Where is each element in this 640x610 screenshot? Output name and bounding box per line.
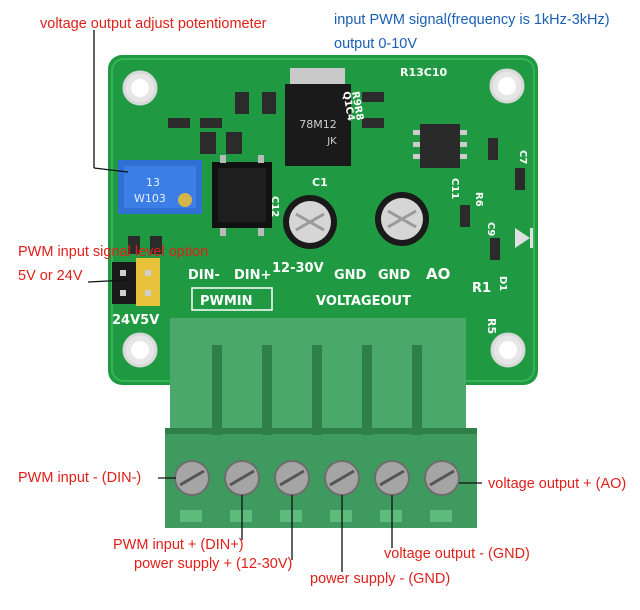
screw-icon — [424, 460, 460, 496]
mounting-holes — [122, 68, 526, 368]
silk-c11: C11 — [449, 178, 460, 199]
level-option-annotation: PWM input signal level option — [18, 244, 209, 260]
pin-labels: DIN- DIN+ 12-30V GND GND AO — [188, 261, 450, 283]
pin-label-ao: AO — [426, 265, 450, 283]
silk-r5: R5 — [485, 318, 498, 334]
pot-code: W103 — [134, 192, 166, 205]
capacitors — [283, 192, 429, 249]
pin-label-supply: 12-30V — [272, 261, 324, 276]
ic-chip — [413, 124, 467, 168]
din-minus-annotation: PWM input - (DIN-) — [18, 470, 142, 486]
din-plus-annotation: PWM input + (DIN+) — [113, 537, 244, 553]
optocoupler — [212, 155, 272, 236]
jumper-label: 24V5V — [112, 313, 159, 328]
callout-lines — [87, 30, 482, 572]
voltageout-header-label: VOLTAGEOUT — [316, 294, 411, 309]
terminal-block — [165, 318, 477, 528]
pot-annotation: voltage output adjust potentiometer — [40, 16, 267, 32]
supply-plus-annotation: power supply + (12-30V) — [134, 556, 293, 572]
regulator-sublabel: JK — [326, 136, 337, 147]
level-values-annotation: 5V or 24V — [18, 268, 83, 284]
pin-label-gnd-2: GND — [378, 268, 411, 283]
jumper: 24V5V — [112, 258, 160, 328]
silk-r9r8: R9R8 — [349, 91, 365, 122]
pin-label-din-minus: DIN- — [188, 268, 220, 283]
vout-minus-annotation: voltage output - (GND) — [384, 546, 530, 562]
silk-q1c4: Q1C4 — [340, 91, 356, 122]
screw-icon — [174, 460, 210, 496]
pwm-signal-annotation: input PWM signal(frequency is 1kHz-3kHz) — [334, 12, 610, 28]
regulator-78m12: 78M12 JK — [285, 68, 351, 166]
silk-c1: C1 — [312, 176, 328, 189]
pot-number: 13 — [146, 176, 160, 189]
diode — [515, 228, 533, 248]
silk-r6: R6 — [473, 192, 484, 207]
pin-label-gnd-1: GND — [334, 268, 367, 283]
silk-r13c10: R13C10 — [400, 66, 448, 79]
silk-d1: D1 — [497, 276, 508, 291]
pwmin-header-label: PWMIN — [200, 294, 253, 309]
potentiometer: 13 W103 — [118, 160, 202, 214]
screw-icon — [374, 460, 410, 496]
supply-minus-annotation: power supply - (GND) — [310, 571, 451, 587]
vout-plus-annotation: voltage output + (AO) — [488, 476, 627, 492]
screw-icon — [224, 460, 260, 496]
silk-c7: C7 — [517, 150, 528, 164]
silk-r1: R1 — [472, 281, 491, 296]
screw-icon — [274, 460, 310, 496]
screw-icon — [324, 460, 360, 496]
smd-parts — [128, 92, 525, 260]
output-range-annotation: output 0-10V — [334, 36, 418, 52]
silkscreen: R13C10 R9R8 Q1C4 R6 R1 R5 C11 C1 C7 D1 C… — [269, 66, 528, 334]
regulator-label: 78M12 — [299, 118, 337, 131]
silk-c9: C9 — [485, 222, 496, 236]
pin-label-din-plus: DIN+ — [234, 268, 271, 283]
silk-c12: C12 — [269, 196, 280, 217]
